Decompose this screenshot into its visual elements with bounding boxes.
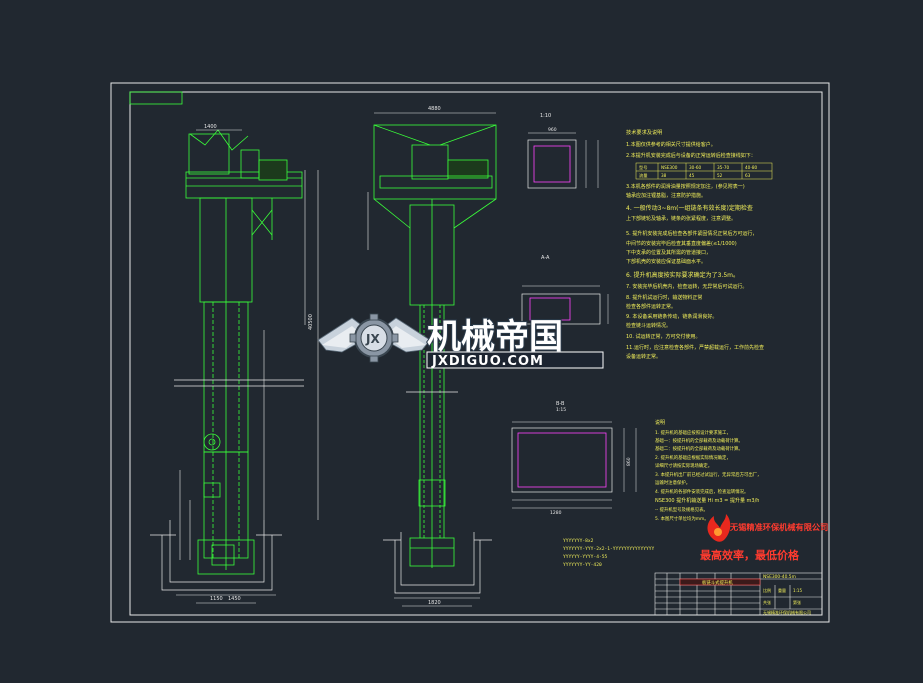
notes-line: 基础一：按提升机的全部载荷及动载荷计算。: [655, 437, 743, 444]
sheet-value: 第张: [793, 599, 801, 605]
side-view: [373, 124, 497, 568]
parts-line: YYYYYYY-YYY-2x2-1-YYYYYYYYYYYYYYY: [563, 546, 655, 552]
notes-line: 1. 提升机的基础应按照设计要求施工，: [655, 429, 731, 436]
table-cell: 35-70: [717, 165, 730, 170]
dim-bottom-left-2: 1450: [228, 596, 241, 602]
notes-title: 说明: [655, 419, 665, 426]
tech-line: 5. 提升机安装完成后检查各部件紧固情况正常后方可运行，: [626, 230, 757, 237]
tech-line: 设备运转正常。: [626, 353, 661, 360]
drawing-name: NSE300-40.5m: [763, 574, 796, 580]
tech-line: 检查链斗运转情况。: [626, 322, 671, 329]
notes-line: 详细尺寸请按实际现场确定。: [655, 462, 712, 469]
notes: 说明 1. 提升机的基础应按照设计要求施工， 基础一：按提升机的全部载荷及动载荷…: [655, 419, 762, 522]
drawing-title: 板链斗式提升机: [702, 579, 733, 586]
tech-line: 上下部链轮及轴承，链条的张紧程度，注意调整。: [626, 215, 736, 222]
outer-border: [110, 82, 830, 623]
tech-line: 4. 一般传动3~8m(一组链条有效长度)定期检查: [626, 204, 753, 212]
tech-line: 1.本图仅供参考的相关尺寸提供给客户。: [626, 141, 716, 148]
side-dimensions: [367, 112, 496, 607]
notes-line: 3. 本提升机出厂前已经过试运行，无异常后方可出厂，: [655, 471, 762, 478]
tech-table: 型号 NSE300 30-60 35-70 40-80 流量 38 45 52 …: [635, 162, 773, 180]
notes-line: 运输时注意保护。: [655, 479, 690, 486]
notes-line: 4. 提升机的各部件安装完成后，检查运转情况。: [655, 488, 748, 495]
section-a-scale: 1:10: [540, 113, 551, 119]
tech-line: 3.本机各部件的润滑油量按照规定加注，(参见附表一): [626, 183, 745, 190]
section-bb-detail: B-B 1:15 1280 860: [511, 401, 637, 516]
tech-line: 下中支承的位置及其所需的管道接口，: [626, 249, 711, 256]
tech-title: 技术要求及说明: [626, 128, 662, 136]
tech-line: 9. 本设备采用链条传动，链条润滑良好。: [626, 313, 717, 320]
section-bb-height: 860: [626, 457, 632, 466]
dim-top-left: 1400: [204, 124, 217, 130]
front-view: [174, 129, 304, 575]
side-pit: [383, 532, 492, 594]
section-a-detail: 1:10 960: [527, 113, 599, 189]
tech-line: 6. 提升机高度按实际要求确定为了3.5m。: [626, 271, 739, 279]
front-pit: [150, 520, 282, 591]
table-cell: 40-80: [745, 165, 758, 170]
section-bb-label: B-B: [556, 401, 565, 407]
scale-value: 1:15: [793, 588, 802, 593]
dim-bottom-mid: 1820: [428, 600, 441, 606]
title-block-text: NSE300-40.5m 板链斗式提升机 比例 1:15 重量 共张 第张 无锡…: [702, 574, 811, 615]
front-dimensions: [176, 129, 319, 604]
notes-line: NSE300 提升机输送量 Hi m3 = 提升量 m3/h: [655, 497, 759, 504]
section-aa-label: A-A: [541, 255, 550, 261]
corner-label-box: [129, 91, 183, 105]
tech-line: 7. 安装完毕后机壳内，检查运转，无异常后可试运行。: [626, 283, 747, 290]
tech-requirements: 技术要求及说明 1.本图仅供参考的相关尺寸提供给客户。 2.本提升机安装完成后与…: [626, 128, 773, 360]
tech-line: 8. 提升机试运行时，输送物料正常: [626, 294, 702, 301]
company-stamp: 无锡精准环保机械有限公司 最高效率，最低价格: [700, 514, 828, 562]
tech-line: 2.本提升机安装完成后与设备的正常运转后检查接线如下：: [626, 152, 756, 159]
stamp-company: 无锡精准环保机械有限公司: [729, 522, 828, 532]
inner-border: [129, 91, 823, 616]
tech-line: 10. 试运转正常，方可交付使用。: [626, 333, 701, 340]
tech-line: 中间节的安装完毕后检查其垂直度偏差(≤1/1000): [626, 240, 737, 247]
section-aa-detail: A-A: [521, 255, 609, 325]
parts-line: YYYYYY-YYYY-4-55: [563, 554, 607, 560]
dim-bottom-left-1: 1150: [210, 596, 223, 602]
stamp-slogan: 最高效率，最低价格: [700, 548, 800, 562]
tech-line: 下部机壳的安装应保证基础面水平。: [626, 258, 706, 265]
scale-label: 比例: [763, 587, 771, 593]
table-cell: 流量: [639, 172, 647, 179]
table-cell: 63: [745, 173, 751, 178]
parts-line: YYYYYYY-YY-420: [563, 562, 602, 568]
logo-cn: 机械帝国: [427, 317, 563, 357]
side-dimension-labels: 4880 1820: [428, 106, 441, 606]
table-cell: NSE300: [661, 165, 678, 170]
section-bb-width: 1280: [550, 510, 562, 516]
notes-line: -- 提升机型号及规格见表。: [655, 506, 708, 513]
weight-label: 重量: [778, 587, 786, 593]
dim-top-mid: 4880: [428, 106, 441, 112]
notes-line: 5. 本图尺寸单位均为mm。: [655, 515, 709, 522]
logo-initials: JX: [365, 332, 380, 346]
tech-line: 11.运行时，应注意检查各部件，严禁超载运行，工作前先检查: [626, 344, 764, 351]
table-cell: 型号: [639, 164, 647, 171]
title-block: [654, 572, 823, 616]
sheet-label: 共张: [763, 599, 771, 605]
section-a-width: 960: [548, 127, 557, 133]
dim-height-main: 40500: [308, 314, 314, 330]
table-cell: 38: [661, 173, 667, 178]
logo-url: JXDIGUO.COM: [431, 354, 544, 369]
parts-line: YYYYYYY-8x2: [563, 538, 594, 544]
tech-line: 轴承应加注锂基脂，注意防护措施。: [626, 192, 706, 199]
notes-line: 基础二：按提升机的全部载荷及动载荷计算。: [655, 445, 743, 452]
parts-list: YYYYYYY-8x2 YYYYYYY-YYY-2x2-1-YYYYYYYYYY…: [563, 538, 655, 568]
table-cell: 30-60: [689, 165, 702, 170]
table-cell: 45: [689, 173, 695, 178]
front-dimension-labels: 1400 1150 1450 40500: [204, 124, 314, 602]
title-block-company: 无锡精准环保机械有限公司: [763, 609, 811, 615]
section-bb-scale: 1:15: [556, 407, 566, 413]
notes-line: 2. 提升机的基础应根据实际情况确定，: [655, 454, 731, 461]
flame-icon: [707, 514, 731, 542]
table-cell: 52: [717, 173, 723, 178]
tech-line: 检查各部件运转正常。: [626, 303, 676, 310]
watermark-logo: JX 机械帝国 JXDIGUO.COM: [317, 313, 604, 369]
